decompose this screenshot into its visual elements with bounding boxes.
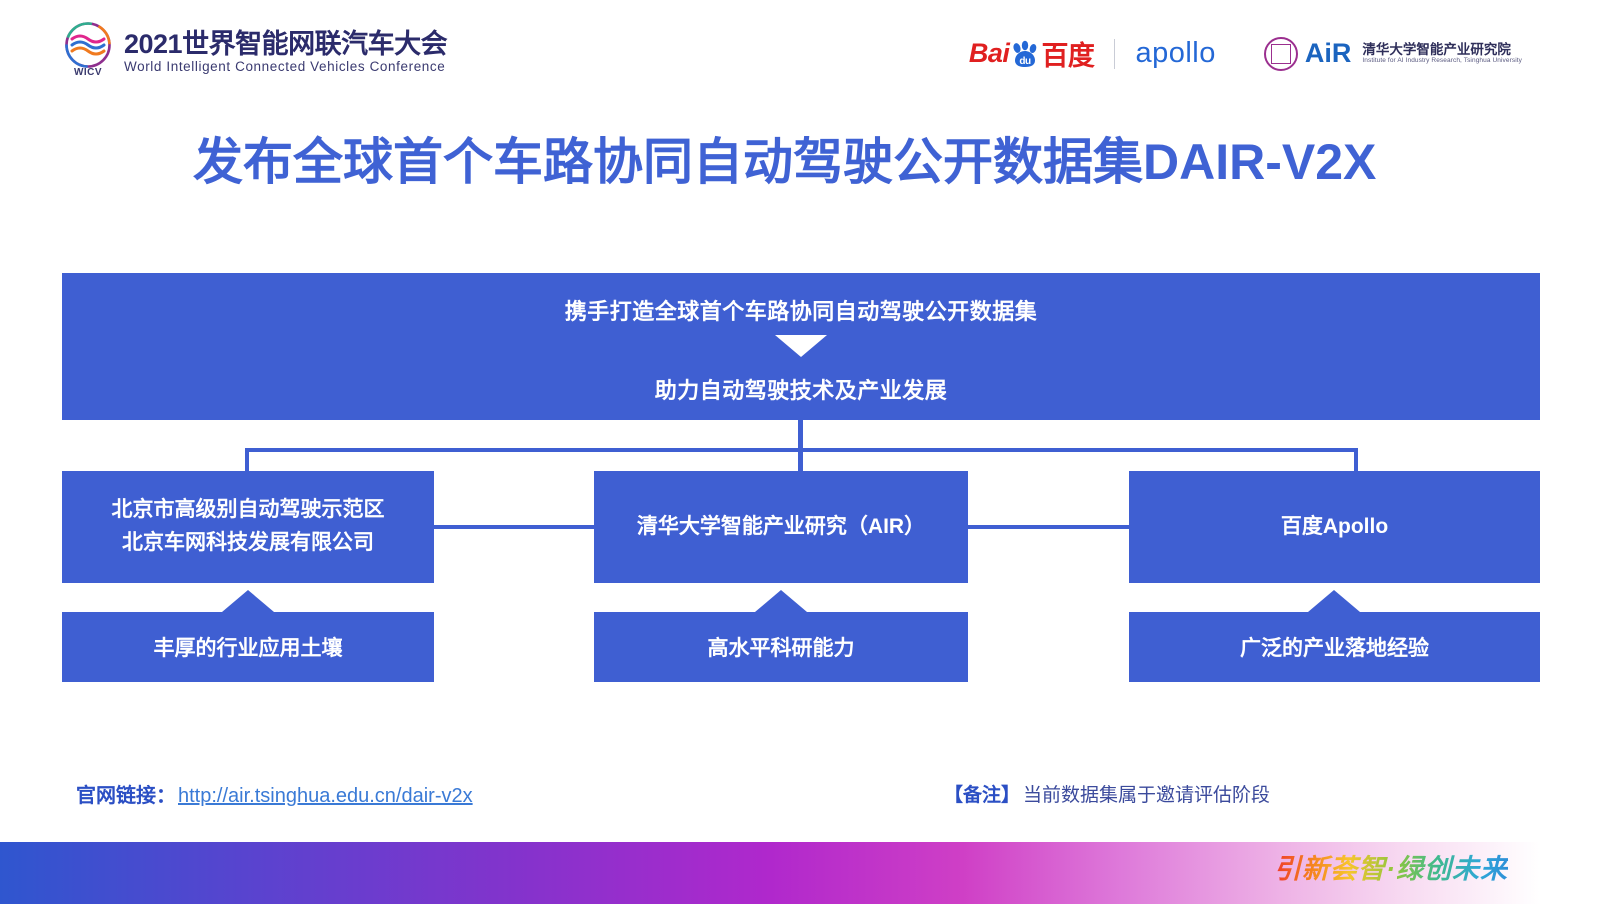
air-acronym: AiR <box>1304 38 1352 68</box>
official-website-url[interactable]: http://air.tsinghua.edu.cn/dair-v2x <box>178 785 473 807</box>
remark-text: 当前数据集属于邀请评估阶段 <box>1023 785 1271 806</box>
connector-link-left-center <box>434 525 594 529</box>
partner-name-line-1: 清华大学智能产业研究（AIR） <box>636 514 926 538</box>
headline-line-2: 助力自动驾驶技术及产业发展 <box>654 378 948 403</box>
conference-slogan: 引新荟智·绿创未来 <box>1274 847 1508 886</box>
strength-label: 高水平科研能力 <box>707 637 855 660</box>
baidu-wordmark-cn: 百度 <box>1041 41 1095 71</box>
connector-stem-vertical <box>798 420 803 451</box>
baidu-logo: Bai du 百度 <box>969 34 1095 73</box>
partner-box-apollo: 百度Apollo <box>1129 471 1540 583</box>
partner-box-beijing: 北京市高级别自动驾驶示范区 北京车网科技发展有限公司 <box>62 471 434 583</box>
connector-link-center-right <box>968 525 1129 529</box>
wicv-wave-icon: WICV <box>62 22 114 80</box>
wicv-mark-label: WICV <box>73 67 103 78</box>
connector-horizontal-bus <box>245 448 1358 452</box>
air-institute-logo: AiR 清华大学智能产业研究院 Institute for AI Industr… <box>1263 36 1522 71</box>
official-website-line: 官网链接： http://air.tsinghua.edu.cn/dair-v2… <box>76 779 473 808</box>
air-name-cn: 清华大学智能产业研究院 <box>1362 41 1511 57</box>
partner-name-line-1: 北京市高级别自动驾驶示范区 <box>111 498 385 522</box>
partner-name-line-1: 百度Apollo <box>1280 514 1389 538</box>
baidu-wordmark-en: Bai <box>968 38 1010 68</box>
remark-tag: 【备注】 <box>944 785 1021 806</box>
strength-box-apollo: 广泛的产业落地经验 <box>1129 612 1540 682</box>
bottom-gradient-bar <box>0 842 1604 904</box>
wicv-conference-logo: WICV 2021世界智能网联汽车大会 World Intelligent Co… <box>62 22 448 80</box>
triangle-down-icon <box>775 335 827 357</box>
partner-box-air: 清华大学智能产业研究（AIR） <box>594 471 968 583</box>
official-website-label: 官网链接： <box>76 785 176 807</box>
apollo-logo: apollo <box>1135 37 1216 69</box>
svg-text:du: du <box>1020 56 1032 67</box>
baidu-paw-icon: du <box>1010 40 1040 68</box>
triangle-up-icon-right <box>1308 590 1360 612</box>
strength-label: 丰厚的行业应用土壤 <box>153 637 343 660</box>
slide-header: WICV 2021世界智能网联汽车大会 World Intelligent Co… <box>0 0 1604 100</box>
strength-label: 广泛的产业落地经验 <box>1240 637 1429 660</box>
wicv-wave-emblem-icon <box>65 22 111 68</box>
triangle-up-icon-left <box>222 590 274 612</box>
partner-name-line-2: 北京车网科技发展有限公司 <box>122 531 374 554</box>
conference-title-en: World Intelligent Connected Vehicles Con… <box>124 58 446 74</box>
remark-line: 【备注】 当前数据集属于邀请评估阶段 <box>944 780 1270 807</box>
wicv-wordmark: 2021世界智能网联汽车大会 World Intelligent Connect… <box>124 28 448 75</box>
logo-divider <box>1114 38 1116 69</box>
partner-logo-row: Bai du 百度 apollo AiR 清华大学智能产业研究院 Institu… <box>969 34 1522 73</box>
conference-title-cn: 2021世界智能网联汽车大会 <box>124 28 448 59</box>
triangle-up-icon-center <box>755 590 807 612</box>
air-name-en: Institute for AI Industry Research, Tsin… <box>1362 57 1522 65</box>
headline-line-1: 携手打造全球首个车路协同自动驾驶公开数据集 <box>564 299 1038 324</box>
connector-drop-right <box>1354 448 1358 472</box>
connector-drop-left <box>245 448 249 472</box>
slide-title: 发布全球首个车路协同自动驾驶公开数据集DAIR-V2X <box>193 134 1377 190</box>
headline-box: 携手打造全球首个车路协同自动驾驶公开数据集 助力自动驾驶技术及产业发展 <box>62 273 1540 420</box>
connector-drop-center <box>798 448 803 472</box>
air-institute-name: 清华大学智能产业研究院 Institute for AI Industry Re… <box>1362 42 1522 65</box>
tsinghua-seal-icon <box>1263 36 1298 71</box>
strength-box-air: 高水平科研能力 <box>594 612 968 682</box>
strength-box-beijing: 丰厚的行业应用土壤 <box>62 612 434 682</box>
